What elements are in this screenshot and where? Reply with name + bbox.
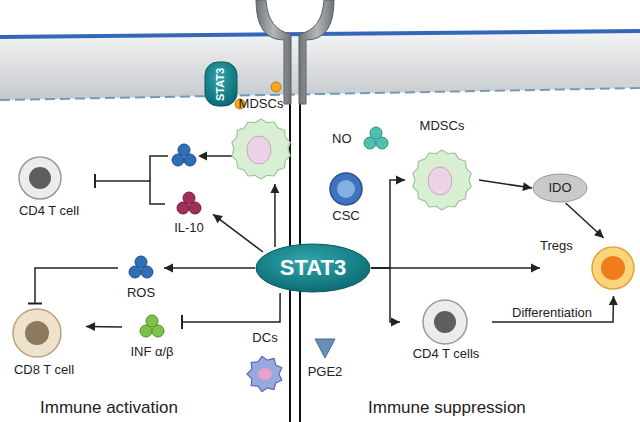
arrow-head bbox=[198, 152, 207, 161]
connector-line bbox=[213, 214, 263, 252]
connector bbox=[371, 176, 405, 268]
inhibition-head bbox=[28, 303, 42, 305]
bracket bbox=[150, 156, 168, 181]
arrow-head bbox=[164, 264, 173, 273]
receptor bbox=[299, 0, 334, 104]
cytokine-cluster bbox=[172, 144, 196, 166]
connector-line bbox=[182, 293, 280, 322]
arrow-head bbox=[594, 229, 604, 238]
connector-line bbox=[371, 268, 400, 322]
ros-molecule: ROS bbox=[118, 254, 164, 304]
treg-cell: Tregs bbox=[540, 238, 638, 296]
connector-line bbox=[566, 203, 604, 238]
section-label: Immune suppression bbox=[368, 398, 526, 418]
connector bbox=[164, 264, 255, 273]
arrow-head bbox=[609, 296, 618, 305]
node-label: Tregs bbox=[540, 238, 573, 254]
il10-cytokine: IL-10 bbox=[165, 190, 213, 244]
connector-line bbox=[492, 296, 614, 322]
connector bbox=[182, 293, 280, 329]
node-label: NO bbox=[332, 131, 352, 147]
node-label: STAT3 bbox=[215, 67, 228, 100]
caption-holder: Immune suppression bbox=[368, 398, 526, 418]
connector bbox=[566, 203, 604, 238]
secretion-arrow bbox=[204, 155, 232, 157]
receptor bbox=[256, 0, 291, 104]
ido-enzyme: IDO bbox=[532, 173, 588, 203]
connector bbox=[95, 174, 165, 204]
cd4-t-cell: CD4 T cell bbox=[3, 155, 95, 227]
node-label: MDSCs bbox=[239, 96, 284, 112]
connector bbox=[270, 184, 279, 247]
membrane-band bbox=[0, 31, 640, 100]
connector bbox=[86, 322, 122, 331]
node-label: IDO bbox=[548, 180, 571, 196]
node-label: STAT3 bbox=[280, 255, 346, 281]
arrow-head bbox=[531, 263, 540, 272]
arrow-head bbox=[86, 322, 95, 331]
il10-cytokine-shape bbox=[165, 190, 213, 244]
no-molecule: NO bbox=[332, 124, 390, 154]
node-label: CD4 T cells bbox=[413, 346, 480, 362]
stat3-membrane-node: STAT3 bbox=[205, 62, 237, 106]
arrow-head bbox=[391, 318, 400, 327]
connector-line bbox=[164, 267, 255, 269]
section-label: Immune activation bbox=[40, 398, 178, 418]
node-label: CD4 T cell bbox=[19, 203, 79, 219]
node-label: IL-10 bbox=[174, 220, 204, 236]
node-label: CD8 T cell bbox=[14, 362, 74, 378]
membrane-inner-line bbox=[0, 88, 640, 100]
cd4-t-cell: CD4 T cells bbox=[400, 298, 492, 362]
cd8-t-cell: CD8 T cell bbox=[2, 308, 86, 382]
connector bbox=[28, 268, 118, 304]
arrow-head bbox=[270, 184, 279, 193]
inhibition-head bbox=[181, 315, 183, 329]
pge2-molecule: PGE2 bbox=[304, 336, 346, 384]
connector-line bbox=[95, 181, 165, 204]
edge-label-holder: Differentiation bbox=[510, 303, 594, 321]
inhibition-head bbox=[94, 174, 96, 188]
dendritic-cell: DCs bbox=[240, 330, 290, 392]
caption-holder: Immune activation bbox=[40, 398, 178, 418]
arrow-head bbox=[213, 214, 223, 223]
cancer-stem-cell: CSC bbox=[326, 172, 366, 226]
node-label: ROS bbox=[127, 285, 155, 301]
connector-line bbox=[35, 268, 118, 304]
connector bbox=[371, 263, 540, 272]
connector-line bbox=[274, 184, 276, 247]
arrow-head bbox=[396, 176, 405, 185]
node-label: MDSCs bbox=[420, 118, 465, 134]
connector-line bbox=[371, 180, 405, 268]
arrow-head bbox=[522, 182, 532, 191]
mdsc-cell: MDSCs bbox=[405, 118, 479, 212]
connector bbox=[479, 180, 532, 191]
connector bbox=[492, 296, 618, 322]
interferon: INF α/β bbox=[122, 313, 182, 363]
connector-line bbox=[371, 267, 540, 269]
edge-label: Differentiation bbox=[510, 305, 594, 321]
connector bbox=[371, 268, 400, 327]
connector bbox=[213, 214, 263, 252]
node-label: DCs bbox=[252, 330, 277, 346]
node-label: PGE2 bbox=[308, 364, 343, 380]
stat3-hub: STAT3 bbox=[255, 243, 371, 293]
mdsc-cell: MDSCs bbox=[228, 96, 294, 184]
node-label: INF α/β bbox=[130, 344, 173, 360]
phosphate-dot bbox=[271, 82, 281, 92]
node-label: CSC bbox=[332, 208, 359, 224]
